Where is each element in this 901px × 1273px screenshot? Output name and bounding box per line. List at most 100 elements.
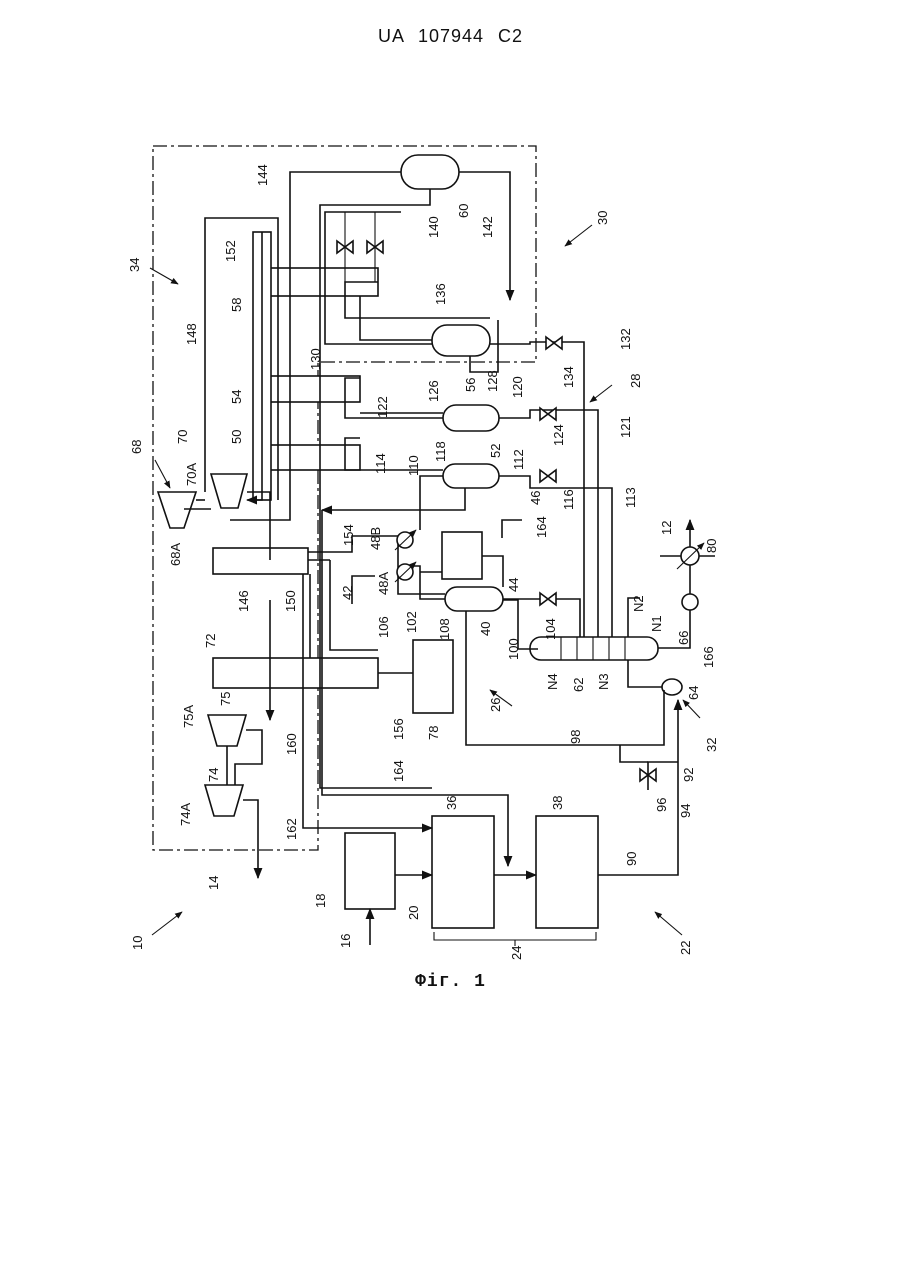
valve-134[interactable] (546, 337, 562, 349)
label-92: 92 (681, 768, 696, 782)
label-30: 30 (595, 211, 610, 225)
unit-36 (432, 816, 494, 928)
unit-18 (345, 833, 395, 909)
label-68: 68 (129, 440, 144, 454)
leader-68 (155, 460, 170, 488)
drum-60 (401, 155, 459, 189)
compressor-70 (211, 474, 247, 508)
unit-44 (442, 532, 482, 579)
label-14: 14 (206, 876, 221, 890)
label-136: 136 (433, 283, 448, 305)
label-36: 36 (444, 796, 459, 810)
line-90 (598, 700, 678, 875)
label-22: 22 (678, 941, 693, 955)
label-52: 52 (488, 444, 503, 458)
label-54: 54 (229, 390, 244, 404)
unit-78 (413, 640, 453, 713)
label-118: 118 (433, 441, 448, 462)
label-N4: N4 (545, 673, 560, 690)
label-96: 96 (654, 798, 669, 812)
leader-22 (655, 912, 682, 935)
label-126: 126 (426, 380, 441, 402)
line-110 (420, 476, 443, 530)
line-164-tap (502, 520, 522, 538)
label-112: 112 (511, 449, 526, 470)
label-150: 150 (283, 590, 298, 612)
label-130: 130 (308, 348, 323, 370)
line-98-tap (620, 745, 648, 762)
label-120: 120 (510, 376, 525, 398)
label-164a: 164 (534, 516, 549, 538)
label-26: 26 (488, 698, 503, 712)
label-114: 114 (373, 453, 388, 474)
label-164b: 164 (391, 760, 406, 782)
label-156: 156 (391, 718, 406, 740)
line-side-return (330, 560, 378, 650)
label-60: 60 (456, 204, 471, 218)
figure-caption: Фіг. 1 (0, 972, 901, 992)
label-144: 144 (255, 164, 270, 186)
label-78: 78 (426, 726, 441, 740)
leader-10 (152, 912, 182, 935)
label-162: 162 (284, 818, 299, 840)
label-20: 20 (406, 906, 421, 920)
exchanger-72 (213, 658, 378, 688)
label-75: 75 (218, 692, 233, 706)
label-64: 64 (686, 686, 701, 700)
label-110: 110 (406, 455, 421, 476)
label-62: 62 (571, 678, 586, 692)
label-34: 34 (127, 258, 142, 272)
label-58: 58 (229, 298, 244, 312)
label-42: 42 (340, 586, 355, 600)
drum-46 (443, 464, 499, 488)
reboiler-64 (662, 679, 682, 695)
label-121: 121 (618, 416, 633, 438)
label-66: 66 (676, 631, 691, 645)
drum-40 (445, 587, 503, 611)
valve-40[interactable] (540, 593, 556, 605)
leader-32 (683, 700, 700, 718)
compressor-74 (205, 785, 243, 816)
line-98 (466, 611, 664, 745)
label-113: 113 (623, 487, 638, 508)
line-164-upper (322, 488, 465, 510)
label-68A: 68A (168, 543, 183, 566)
label-132: 132 (618, 328, 633, 350)
label-38: 38 (550, 796, 565, 810)
label-N2: N2 (631, 595, 646, 612)
label-134: 134 (561, 366, 576, 388)
label-80: 80 (704, 539, 719, 553)
drum-52 (443, 405, 499, 431)
label-50: 50 (229, 430, 244, 444)
label-102: 102 (404, 611, 419, 633)
label-154: 154 (341, 524, 356, 546)
label-160: 160 (284, 733, 299, 755)
label-106: 106 (376, 616, 391, 638)
label-122: 122 (375, 396, 390, 418)
label-100: 100 (506, 638, 521, 660)
label-N1: N1 (649, 615, 664, 632)
label-94: 94 (678, 804, 693, 818)
label-152: 152 (223, 240, 238, 262)
label-104: 104 (543, 618, 558, 640)
exchanger-bundle-50 (268, 445, 360, 470)
valve-46[interactable] (540, 470, 556, 482)
label-18: 18 (313, 894, 328, 908)
unit-38 (536, 816, 598, 928)
label-32: 32 (704, 738, 719, 752)
label-28: 28 (628, 374, 643, 388)
line-42 (352, 576, 375, 604)
compressor-75 (208, 715, 246, 746)
leader-28 (590, 385, 612, 402)
label-N3: N3 (596, 673, 611, 690)
label-48A: 48A (376, 572, 391, 595)
line-113 (499, 476, 612, 637)
line-14 (243, 800, 258, 878)
label-10: 10 (130, 936, 145, 950)
label-12: 12 (659, 521, 674, 535)
label-116: 116 (561, 489, 576, 510)
label-128: 128 (485, 370, 500, 392)
exchanger-bundle-54 (268, 376, 360, 402)
line-44 (482, 556, 503, 587)
